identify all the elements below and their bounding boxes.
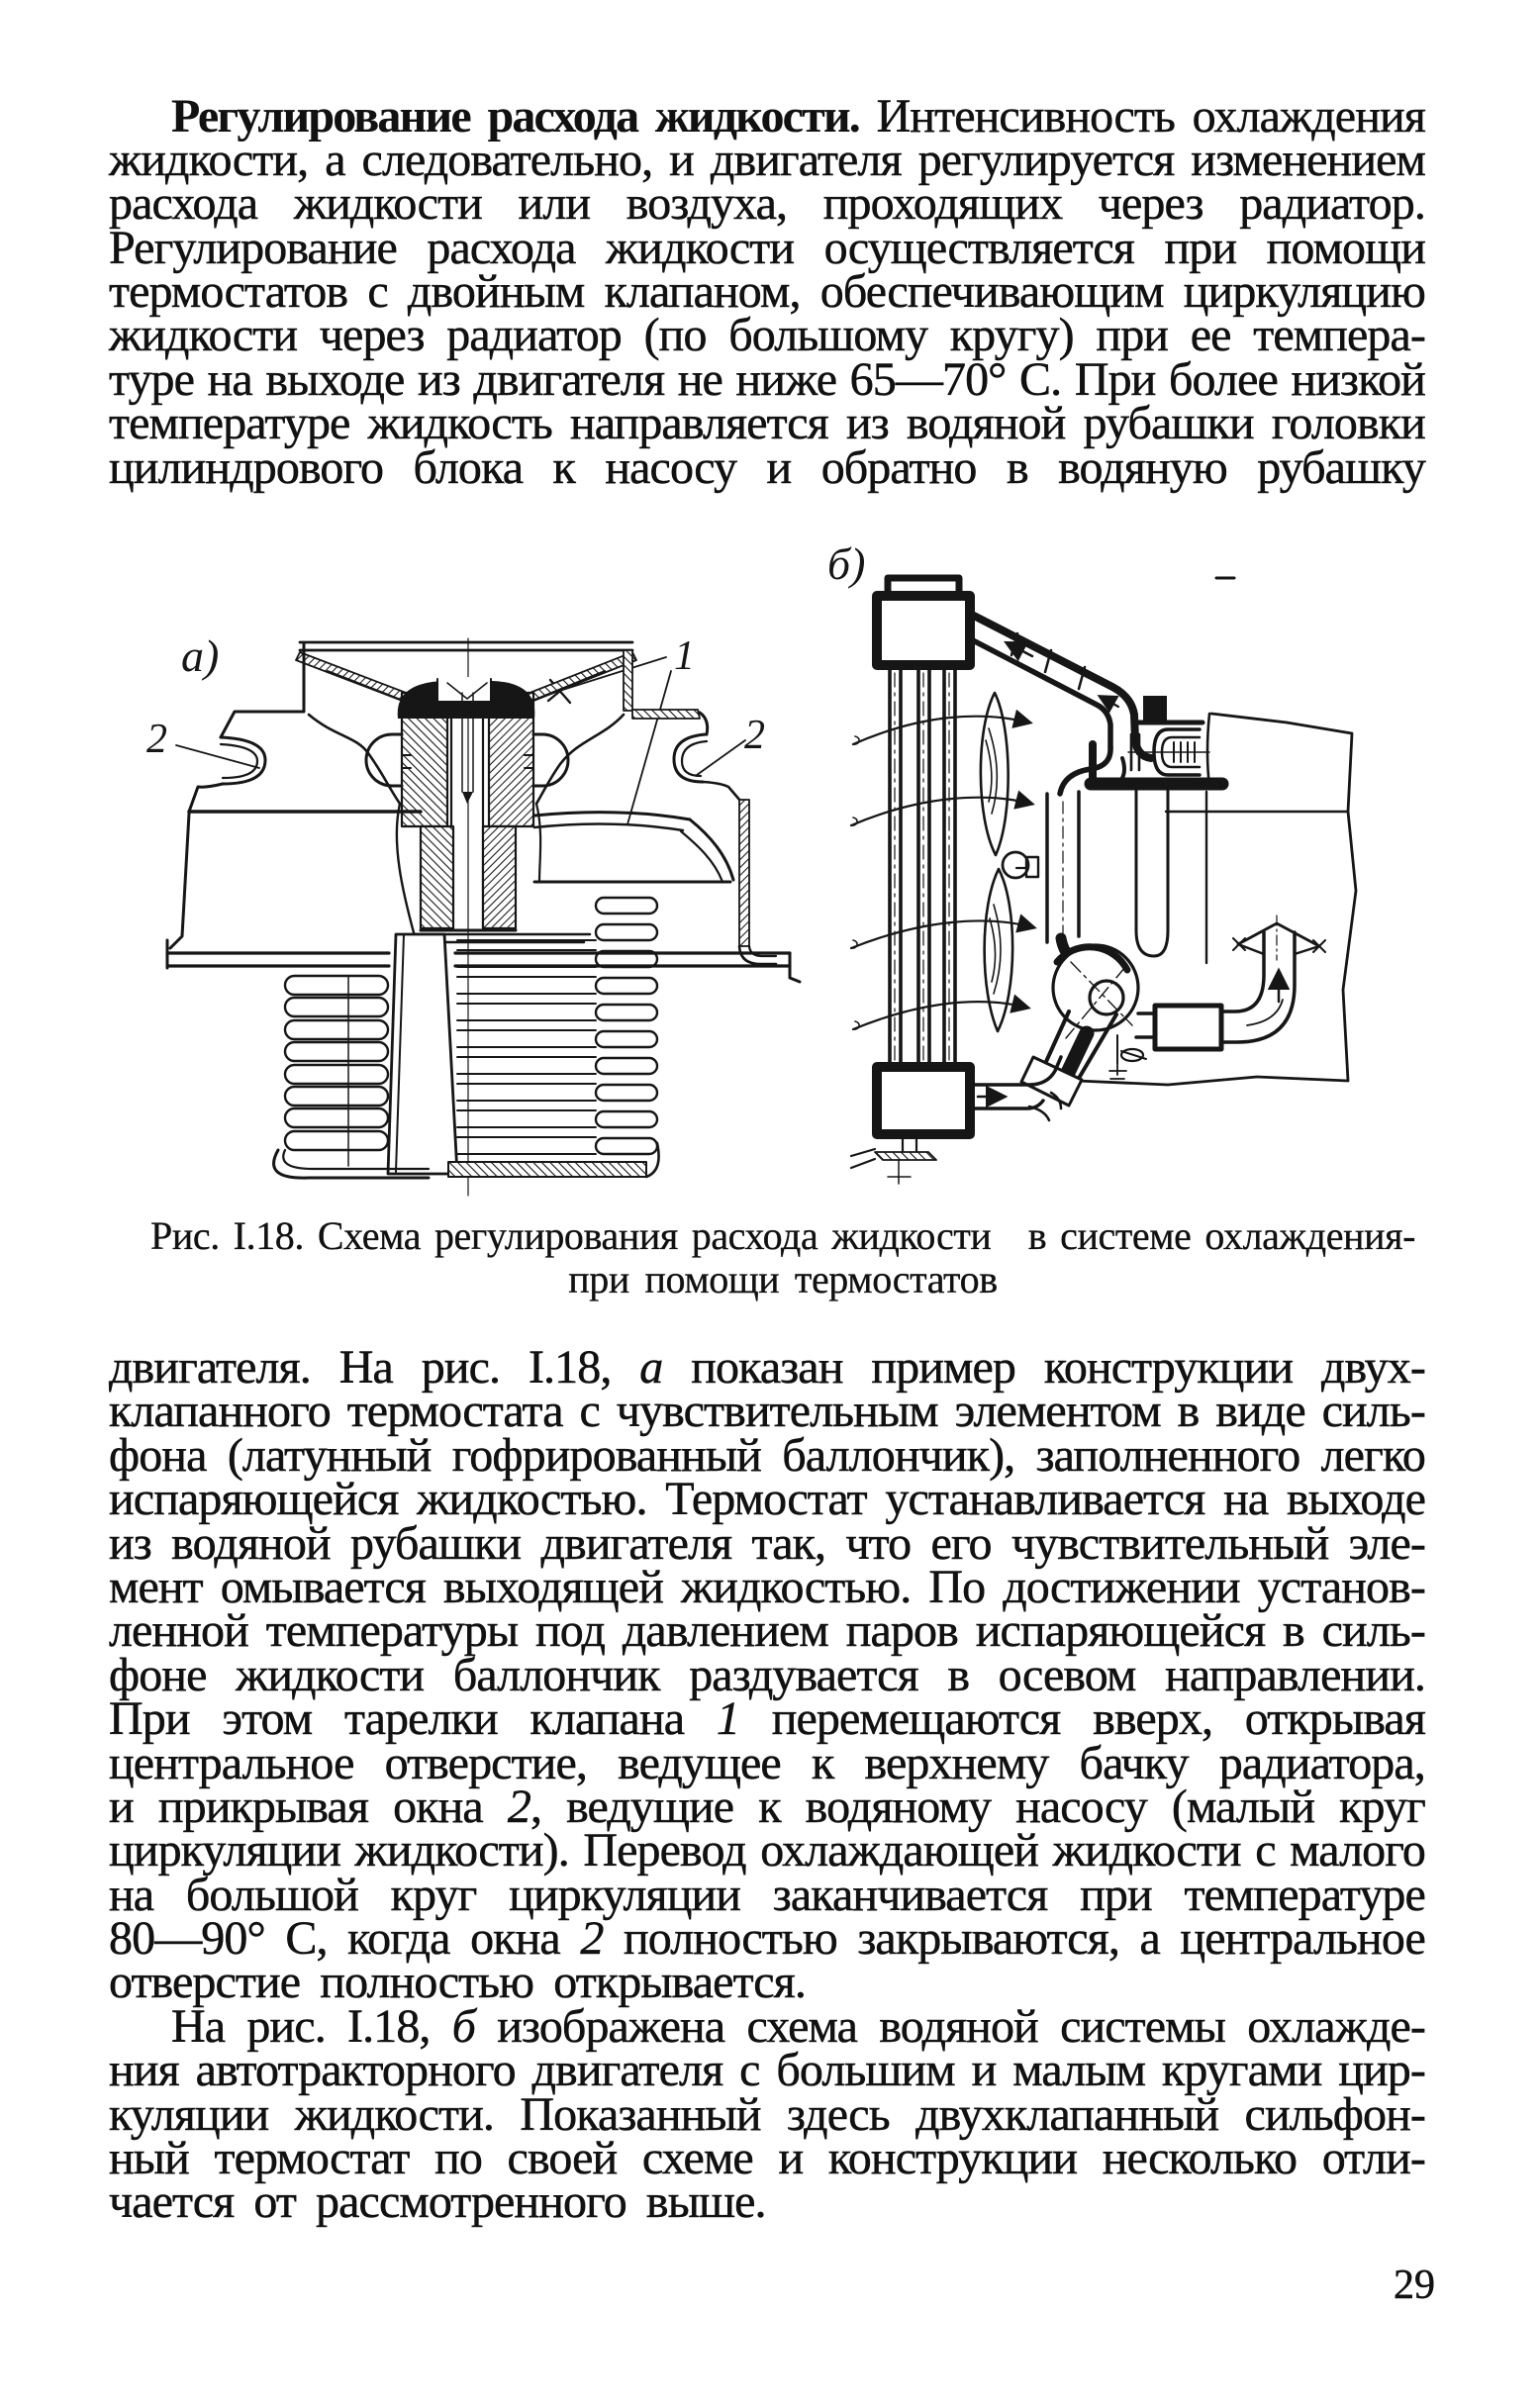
svg-text:2: 2 <box>146 717 167 762</box>
svg-text:а): а) <box>181 630 219 681</box>
svg-text:2: 2 <box>744 713 765 758</box>
svg-text:1: 1 <box>674 633 695 679</box>
svg-text:б): б) <box>827 538 865 589</box>
